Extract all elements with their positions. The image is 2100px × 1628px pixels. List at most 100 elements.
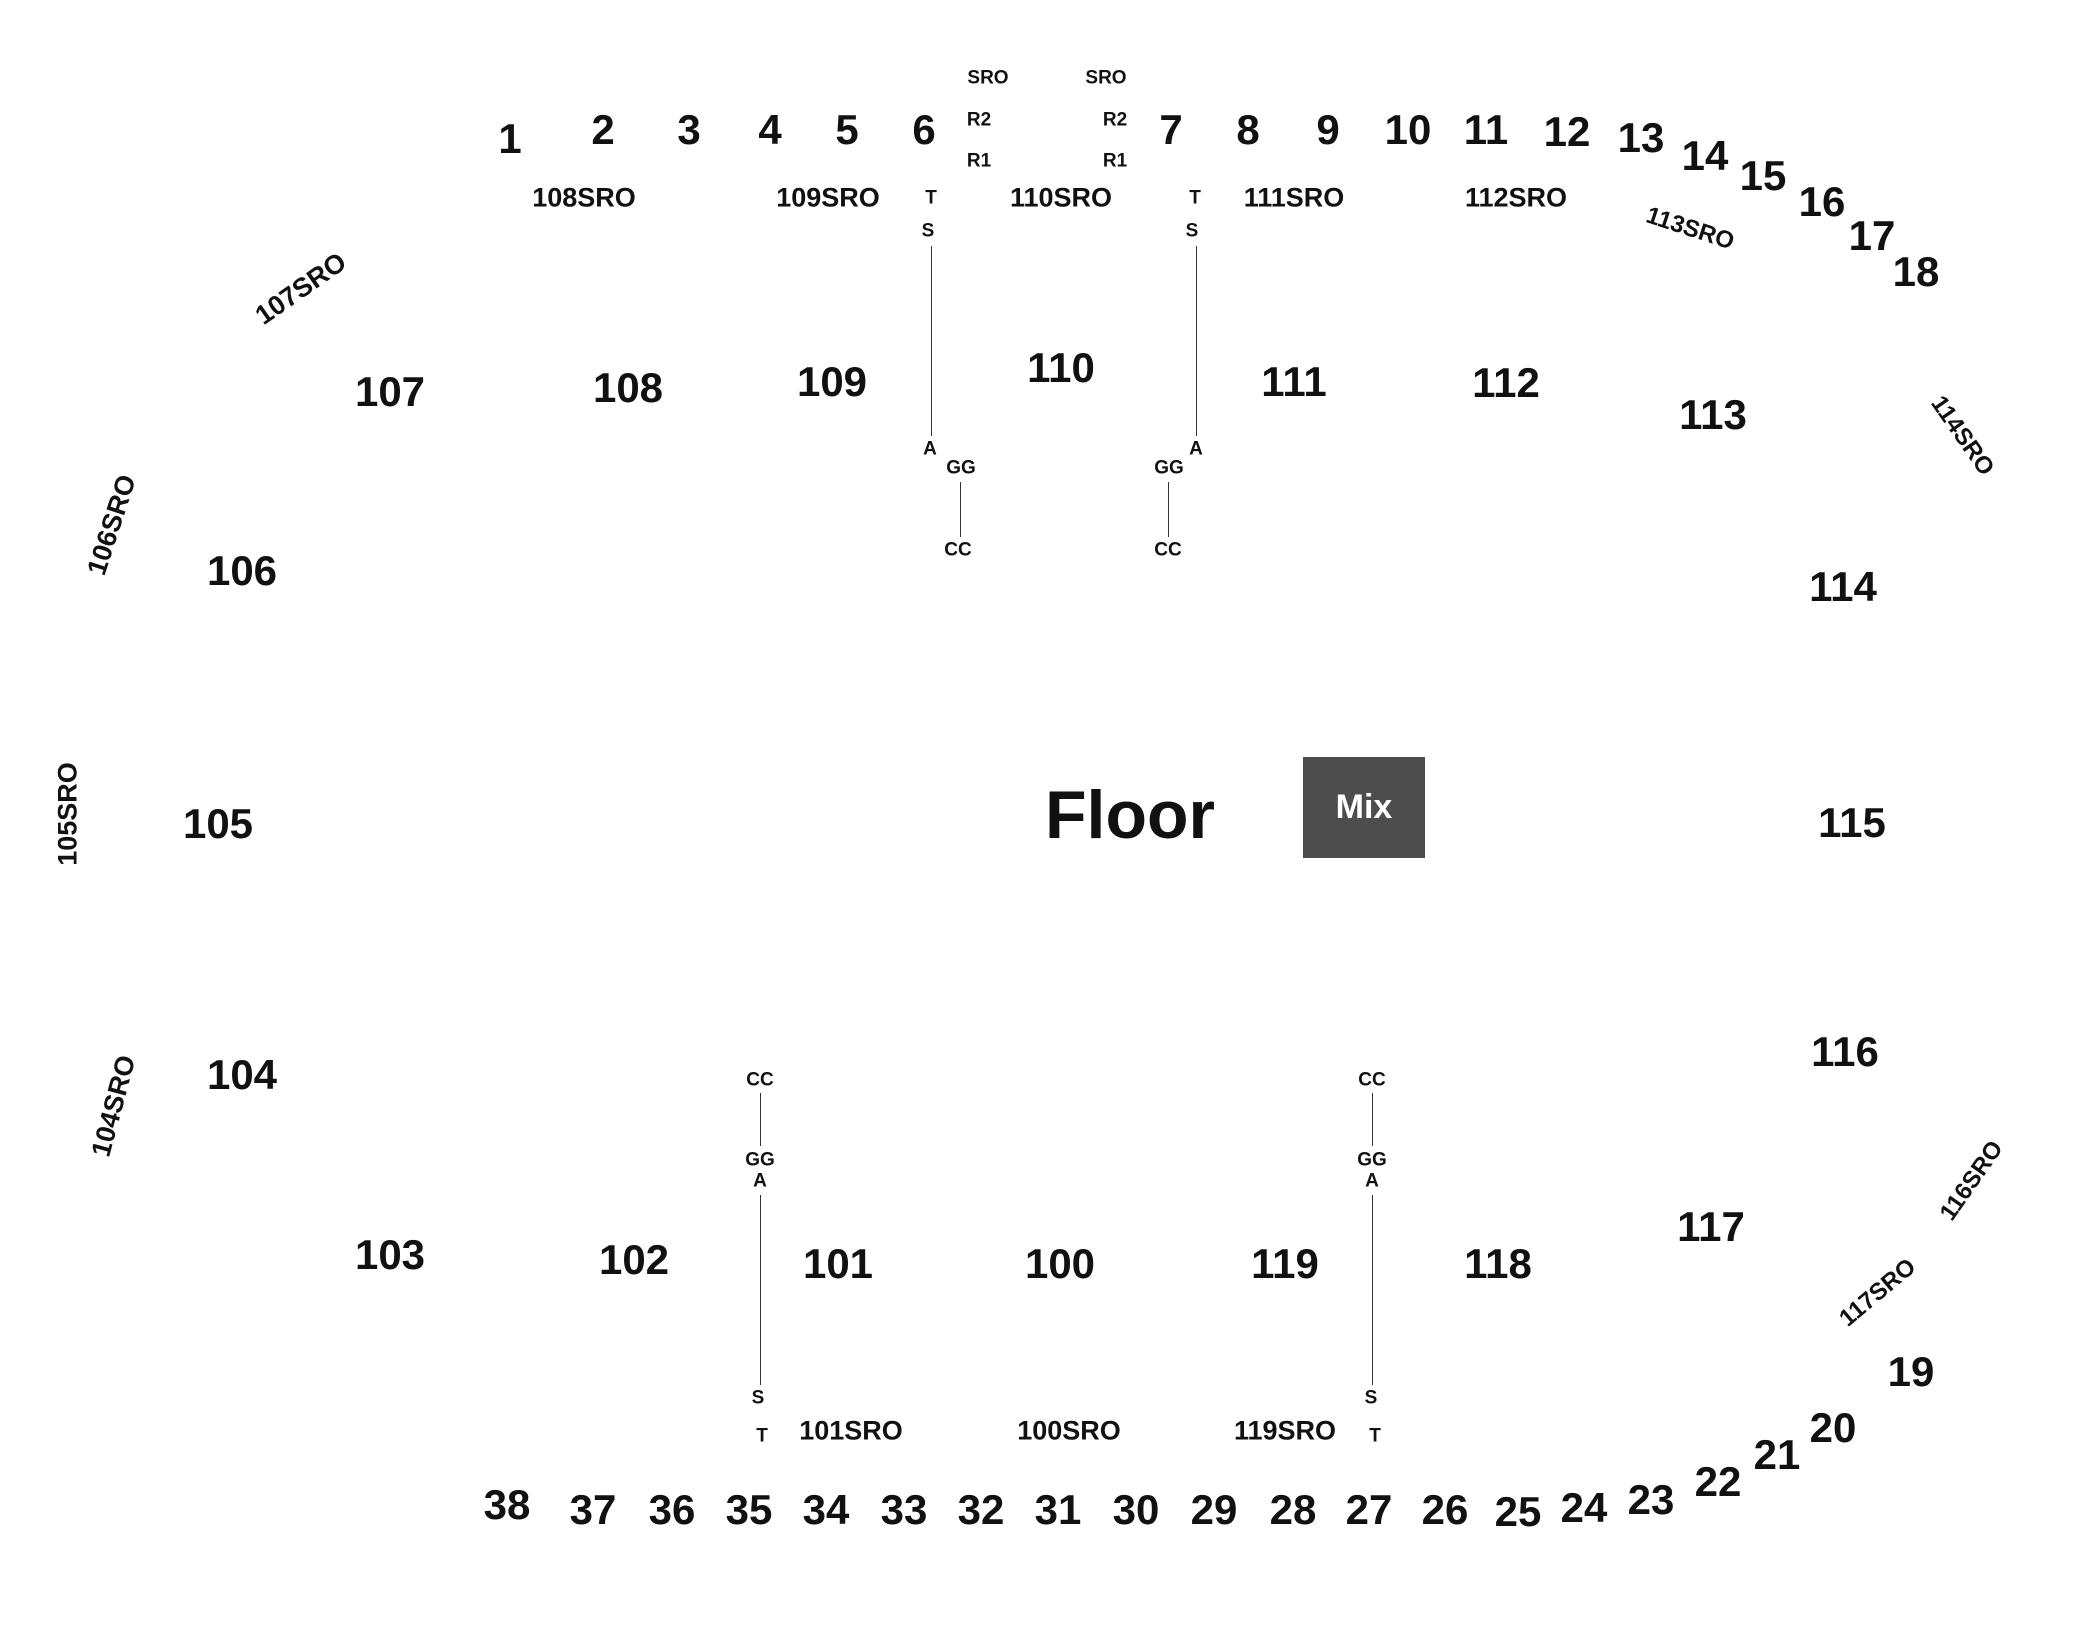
floor-label[interactable]: Floor (1045, 777, 1215, 853)
section-104[interactable]: 104 (206, 1051, 278, 1098)
row-23[interactable]: 23 (1627, 1476, 1675, 1523)
section-113[interactable]: 113 (1679, 391, 1747, 438)
row-19[interactable]: 19 (1887, 1348, 1935, 1395)
sro-100[interactable]: 100SRO (1017, 1415, 1121, 1446)
section-109[interactable]: 109 (796, 358, 868, 405)
minor-t-lower-right: T (1369, 1425, 1381, 1447)
row-2[interactable]: 2 (591, 106, 615, 153)
sro-110[interactable]: 110SRO (1009, 182, 1113, 213)
minor-t-lower-left: T (756, 1425, 768, 1447)
sro-114[interactable]: 114SRO (1925, 390, 2000, 481)
minor-r1-right: R1 (1102, 150, 1128, 172)
section-114[interactable]: 114 (1809, 563, 1877, 610)
minor-cc-upper-right: CC (1154, 539, 1182, 561)
section-108[interactable]: 108 (592, 364, 664, 411)
row-9[interactable]: 9 (1316, 106, 1340, 153)
sro-105[interactable]: 105SRO (52, 762, 83, 866)
aisle-line-upper-right (1196, 246, 1197, 436)
section-116[interactable]: 116 (1811, 1028, 1879, 1075)
row-26[interactable]: 26 (1421, 1486, 1469, 1533)
section-106[interactable]: 106 (206, 547, 278, 594)
row-31[interactable]: 31 (1034, 1486, 1082, 1533)
row-20[interactable]: 20 (1809, 1404, 1857, 1451)
section-110[interactable]: 110 (1027, 344, 1095, 391)
section-107[interactable]: 107 (354, 368, 426, 415)
section-119[interactable]: 119 (1251, 1240, 1319, 1287)
row-24[interactable]: 24 (1560, 1484, 1608, 1531)
row-8[interactable]: 8 (1236, 106, 1260, 153)
row-17[interactable]: 17 (1848, 212, 1896, 259)
section-112[interactable]: 112 (1472, 359, 1540, 406)
row-32[interactable]: 32 (957, 1486, 1005, 1533)
section-111[interactable]: 111 (1261, 358, 1327, 405)
minor-a-upper-left: A (923, 438, 937, 460)
section-118[interactable]: 118 (1464, 1240, 1532, 1287)
minor-s-upper-right: S (1185, 220, 1199, 242)
sro-101[interactable]: 101SRO (799, 1415, 903, 1446)
row-16[interactable]: 16 (1798, 178, 1846, 225)
row-38[interactable]: 38 (483, 1481, 531, 1528)
row-25[interactable]: 25 (1494, 1488, 1542, 1535)
row-18[interactable]: 18 (1892, 248, 1940, 295)
sro-116[interactable]: 116SRO (1934, 1135, 2009, 1226)
section-117[interactable]: 117 (1677, 1203, 1745, 1250)
row-5[interactable]: 5 (835, 106, 859, 153)
section-115[interactable]: 115 (1818, 799, 1886, 846)
section-101[interactable]: 101 (802, 1240, 874, 1287)
sro-107[interactable]: 107SRO (249, 246, 352, 331)
sro-111[interactable]: 111SRO (1243, 182, 1345, 213)
sro-117[interactable]: 117SRO (1834, 1253, 1922, 1333)
section-105[interactable]: 105 (182, 800, 254, 847)
minor-gg-lower-right: GG (1357, 1149, 1387, 1171)
minor-sro-left: SRO (967, 67, 1009, 89)
minor-r2-right: R2 (1102, 109, 1128, 131)
minor-t-upper-left: T (925, 187, 937, 209)
minor-s-upper-left: S (921, 220, 935, 242)
minor-sro-right: SRO (1085, 67, 1127, 89)
minor-gg-upper-right: GG (1154, 457, 1184, 479)
sro-113[interactable]: 113SRO (1642, 201, 1738, 256)
minor-gg-upper-left: GG (946, 457, 976, 479)
section-102[interactable]: 102 (598, 1236, 670, 1283)
row-37[interactable]: 37 (569, 1486, 617, 1533)
row-6[interactable]: 6 (912, 106, 936, 153)
row-22[interactable]: 22 (1694, 1458, 1742, 1505)
row-29[interactable]: 29 (1190, 1486, 1238, 1533)
minor-a-lower-left: A (753, 1170, 767, 1192)
row-4[interactable]: 4 (758, 106, 782, 153)
aisle-line-lower-left (760, 1195, 761, 1385)
aisle-line-lower-left-gg (760, 1093, 761, 1146)
sro-119[interactable]: 119SRO (1233, 1415, 1337, 1446)
row-10[interactable]: 10 (1384, 106, 1432, 153)
sro-104[interactable]: 104SRO (85, 1051, 142, 1160)
row-21[interactable]: 21 (1753, 1431, 1801, 1478)
row-15[interactable]: 15 (1739, 152, 1787, 199)
row-34[interactable]: 34 (802, 1486, 850, 1533)
sro-106[interactable]: 106SRO (81, 470, 142, 579)
aisle-line-lower-right-gg (1372, 1093, 1373, 1146)
row-11[interactable]: 11 (1463, 106, 1509, 153)
row-36[interactable]: 36 (648, 1486, 696, 1533)
row-27[interactable]: 27 (1345, 1486, 1393, 1533)
row-7[interactable]: 7 (1159, 106, 1183, 153)
row-30[interactable]: 30 (1112, 1486, 1160, 1533)
sro-108[interactable]: 108SRO (532, 182, 636, 213)
sro-109[interactable]: 109SRO (776, 182, 880, 213)
row-12[interactable]: 12 (1543, 108, 1591, 155)
row-35[interactable]: 35 (725, 1486, 773, 1533)
aisle-line-upper-right-gg (1168, 482, 1169, 537)
row-14[interactable]: 14 (1681, 132, 1729, 179)
row-13[interactable]: 13 (1617, 114, 1665, 161)
row-28[interactable]: 28 (1269, 1486, 1317, 1533)
section-103[interactable]: 103 (354, 1231, 426, 1278)
section-100[interactable]: 100 (1024, 1240, 1096, 1287)
minor-t-upper-right: T (1189, 187, 1201, 209)
row-33[interactable]: 33 (880, 1486, 928, 1533)
sro-112[interactable]: 112SRO (1464, 182, 1568, 213)
row-3[interactable]: 3 (677, 106, 701, 153)
mix-position[interactable]: Mix (1303, 757, 1425, 858)
minor-s-lower-left: S (751, 1387, 765, 1409)
minor-r1-left: R1 (966, 150, 992, 172)
row-1[interactable]: 1 (498, 115, 522, 162)
